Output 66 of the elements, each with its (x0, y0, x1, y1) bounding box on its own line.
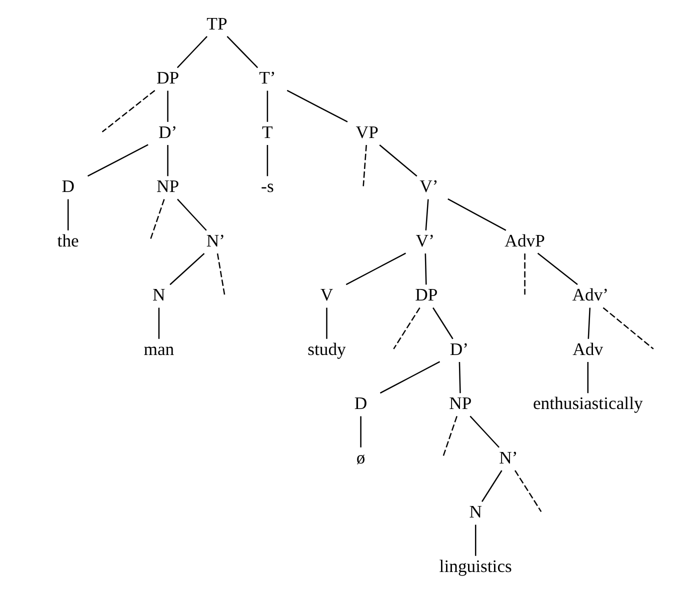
connector (346, 252, 406, 286)
connector (442, 416, 458, 458)
node-text: N (152, 284, 166, 305)
node-text: the (57, 230, 79, 250)
connector (514, 470, 542, 512)
node-text: NP (156, 176, 180, 196)
connector (537, 252, 578, 286)
node-text: D’ (450, 338, 469, 359)
connector (448, 198, 506, 231)
node-text: Adv (572, 338, 604, 359)
node-text: T (262, 122, 273, 142)
connector (170, 253, 205, 286)
connector (524, 253, 526, 295)
node-text: V’ (420, 176, 438, 196)
connector (266, 90, 268, 122)
node-text: V’ (416, 230, 434, 250)
connector (67, 199, 69, 230)
connector (102, 90, 156, 132)
connector (326, 308, 328, 339)
connector (432, 307, 454, 340)
node-text: TP (206, 13, 228, 34)
node-text: V (320, 284, 334, 305)
node-text: D (62, 176, 74, 196)
connector (393, 307, 420, 350)
connector (176, 36, 208, 68)
connector (588, 308, 591, 339)
connector (380, 361, 440, 394)
node-text: N’ (499, 447, 518, 468)
node-text: N’ (206, 230, 226, 250)
node-text: study (308, 338, 346, 359)
node-text: DP (156, 68, 180, 88)
connector (177, 198, 207, 231)
node-text: enthusiastically (532, 393, 643, 414)
node-text: NP (449, 393, 472, 414)
connector (226, 36, 258, 68)
connector (286, 90, 348, 122)
connector (360, 416, 362, 448)
connector (150, 199, 165, 241)
connector (379, 144, 418, 177)
connector (216, 253, 226, 295)
node-text: DP (415, 284, 438, 305)
node-text: VP (356, 122, 378, 142)
connector (266, 144, 268, 176)
connector (158, 308, 160, 339)
node-text: D (354, 393, 368, 414)
connector (167, 90, 168, 122)
node-text: -s (261, 176, 274, 196)
node-text: D’ (158, 122, 178, 142)
node-text: ø (356, 447, 366, 468)
connector (424, 253, 427, 285)
node-text: linguistics (439, 556, 512, 576)
connector (587, 362, 589, 394)
connector (470, 416, 500, 448)
node-text: man (144, 338, 174, 359)
connector (481, 470, 502, 502)
connector (167, 144, 168, 176)
connector (458, 362, 461, 394)
node-text: AdvP (504, 230, 545, 250)
connector (362, 144, 367, 186)
node-text: N (469, 502, 482, 522)
connector (87, 144, 148, 177)
node-text: T’ (259, 68, 276, 88)
connector (602, 307, 654, 350)
node-text: Adv’ (572, 284, 609, 305)
connector (425, 199, 429, 230)
connector (474, 524, 476, 556)
